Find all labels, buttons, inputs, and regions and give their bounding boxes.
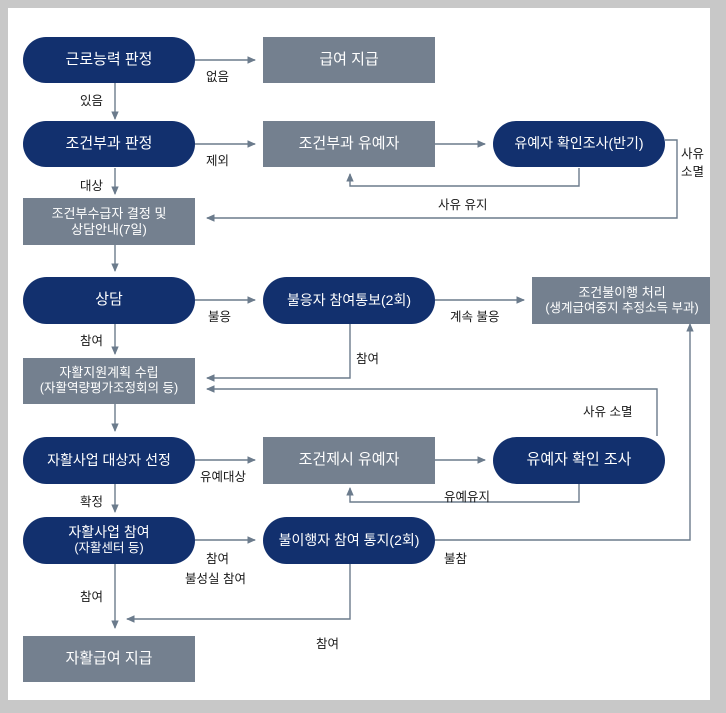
node-selfreliance-support-plan[interactable]: 자활지원계획 수립 (자활역량평가조정회의 등) [23, 358, 195, 404]
edge-label-deferral-target: 유예대상 [200, 470, 247, 484]
edge-label-reason-persists: 사유 유지 [438, 198, 488, 212]
node-counseling[interactable]: 상담 [23, 277, 195, 324]
edge-label-participate-after-counsel: 참여 [80, 334, 104, 348]
edge-label-insincere-participation: 불성실 참여 [185, 572, 246, 586]
node-label: 근로능력 판정 [65, 50, 153, 68]
node-label: 불이행자 참여 통지(2회) [278, 531, 420, 548]
node-label: 조건제시 유예자 [298, 451, 400, 469]
flowchart-canvas: 근로능력 판정 급여 지급 조건부과 판정 조건부과 유예자 유예자 확인조사(… [8, 8, 710, 700]
edge-label-excluded: 제외 [206, 154, 230, 168]
node-label: 조건부과 유예자 [298, 134, 400, 152]
edge-label-reason-gone-line1: 사유 [681, 147, 705, 161]
node-label: 상담 [95, 291, 123, 309]
edge-label-deferral-maintained: 유예유지 [444, 490, 491, 504]
node-label: 불응자 참여통보(2회) [286, 291, 412, 308]
edge-label-confirm: 확정 [80, 495, 104, 509]
edge-label-participate-from-notice: 참여 [356, 352, 380, 366]
node-label: 자활사업 대상자 선정 [47, 451, 171, 468]
edge-label-participate-selfreliance: 참여 [206, 552, 230, 566]
node-work-ability-decision[interactable]: 근로능력 판정 [23, 37, 195, 83]
node-benefit-payment[interactable]: 급여 지급 [263, 37, 435, 83]
edge-label-reason-eliminated: 사유 소멸 [583, 405, 633, 419]
node-conditional-imposition-decision[interactable]: 조건부과 판정 [23, 121, 195, 167]
node-label: 조건부과 판정 [65, 134, 153, 152]
node-label-line1: 자활지원계획 수립 [59, 365, 159, 381]
node-label: 급여 지급 [319, 50, 379, 68]
node-noncompliance-participation-notification[interactable]: 불이행자 참여 통지(2회) [263, 517, 435, 564]
node-condition-violation-handling[interactable]: 조건불이행 처리 (생계급여중지 추정소득 부과) [532, 277, 710, 324]
node-selfreliance-benefit-payment[interactable]: 자활급여 지급 [23, 636, 195, 682]
node-label: 유예자 확인조사(반기) [514, 135, 644, 152]
edge-label-reason-gone-line2: 소멸 [681, 165, 705, 179]
node-condition-presented-deferred[interactable]: 조건제시 유예자 [263, 437, 435, 484]
edge-label-none-work-ability: 없음 [206, 70, 230, 84]
node-label: 자활급여 지급 [65, 649, 153, 667]
node-conditional-imposition-deferred[interactable]: 조건부과 유예자 [263, 121, 435, 167]
edge-label-participate-payment: 참여 [80, 590, 104, 604]
edge-label-participate-rejoin: 참여 [316, 637, 340, 651]
edge-label-target: 대상 [80, 179, 104, 193]
node-label-line2: (자활역량평가조정회의 등) [39, 381, 179, 396]
node-deferred-verification-survey-semiannual[interactable]: 유예자 확인조사(반기) [493, 121, 665, 167]
node-conditional-recipient-decision-and-counsel-notice[interactable]: 조건부수급자 결정 및 상담안내(7일) [23, 198, 195, 245]
node-label-line1: 자활사업 참여 [68, 524, 150, 541]
edge-label-has-work-ability: 있음 [80, 94, 104, 108]
node-selfreliance-project-target-selection[interactable]: 자활사업 대상자 선정 [23, 437, 195, 484]
node-label-line2: (자활센터 등) [74, 541, 144, 556]
node-noncompliant-participation-notice[interactable]: 불응자 참여통보(2회) [263, 277, 435, 324]
edge-label-continued-non-compliance: 계속 불응 [450, 310, 500, 324]
edge-label-absent: 불참 [444, 552, 468, 566]
node-label-line2: 상담안내(7일) [71, 221, 147, 237]
node-label: 유예자 확인 조사 [526, 451, 632, 469]
node-selfreliance-project-participation[interactable]: 자활사업 참여 (자활센터 등) [23, 517, 195, 564]
node-label-line2: (생계급여중지 추정소득 부과) [545, 300, 699, 315]
node-label-line1: 조건부수급자 결정 및 [51, 205, 167, 221]
edge-label-non-compliance: 불응 [208, 310, 232, 324]
node-label-line1: 조건불이행 처리 [578, 284, 666, 300]
node-deferred-verification-survey[interactable]: 유예자 확인 조사 [493, 437, 665, 484]
